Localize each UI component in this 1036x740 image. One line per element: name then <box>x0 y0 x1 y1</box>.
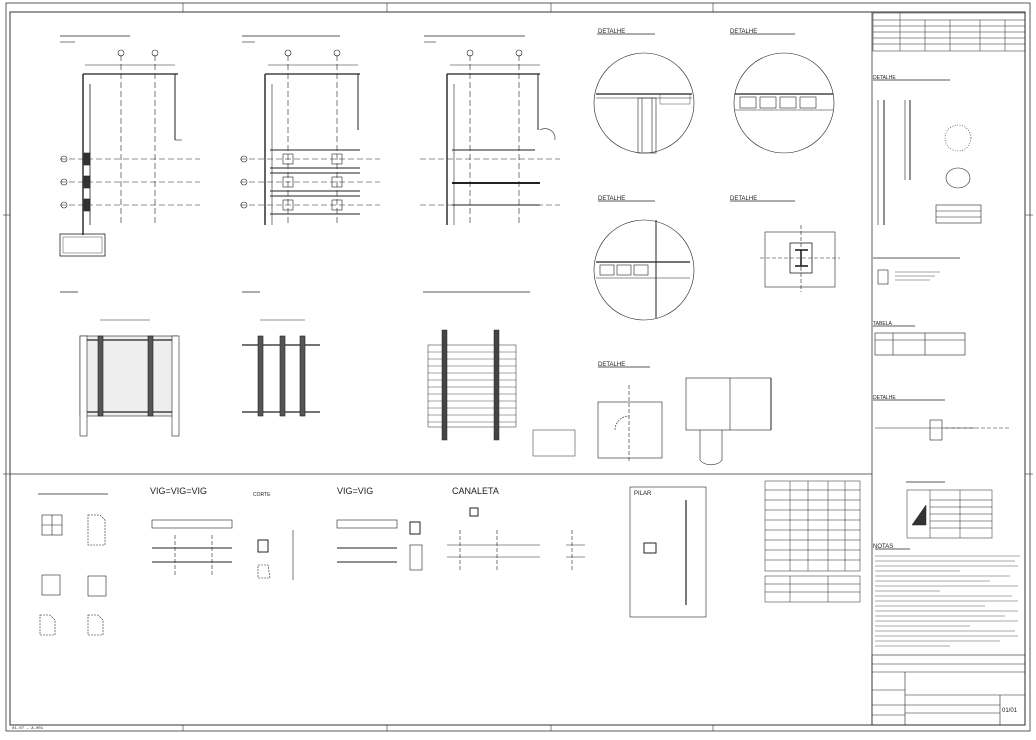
elevation-2 <box>242 291 320 417</box>
label-vig-2: VIG=VIG <box>337 486 373 496</box>
label-detail-a: DETALHE <box>598 29 625 35</box>
footer-code: 01-07 — A-001 <box>12 727 44 731</box>
label-detail-f: DETALHE <box>873 75 896 81</box>
label-corte: CORTE <box>253 492 271 498</box>
beam-section-2 <box>336 519 423 571</box>
pillar-detail <box>629 486 707 618</box>
plan-3 <box>420 35 560 225</box>
notes-block <box>875 548 1020 647</box>
detail-circle-3 <box>593 200 695 321</box>
label-detail-e: DETALHE <box>598 362 625 368</box>
label-canaleta: CANALETA <box>452 486 499 496</box>
elevation-3-masonry <box>423 291 576 457</box>
page-number: 01/01 <box>1002 708 1018 714</box>
label-tabela: TABELA <box>873 321 892 327</box>
plan-2 <box>240 35 380 225</box>
section-detail-1 <box>597 366 663 462</box>
small-detail-right-1 <box>873 257 960 285</box>
rebar-table-2 <box>764 575 861 603</box>
detail-circle-2 <box>730 33 835 154</box>
column-elevation <box>873 79 982 225</box>
lintel-details <box>38 493 108 636</box>
plan-1 <box>59 35 200 257</box>
detail-circle-1 <box>593 33 695 154</box>
small-detail-right-2 <box>873 399 1010 441</box>
label-detail-g: DETALHE <box>873 395 896 401</box>
material-table <box>906 481 993 539</box>
revision-table <box>872 12 1026 52</box>
inner-frame <box>9 11 1026 726</box>
title-block <box>871 654 1026 726</box>
small-table-right <box>873 325 966 356</box>
beam-section-1 <box>151 519 294 580</box>
label-vig-1: VIG=VIG=VIG <box>150 486 207 496</box>
section-detail-2 <box>685 377 772 466</box>
label-detail-b: DETALHE <box>730 29 757 35</box>
column-base-detail <box>730 200 840 292</box>
label-pilar: PILAR <box>634 491 652 497</box>
label-detail-d: DETALHE <box>730 196 757 202</box>
label-detail-c: DETALHE <box>598 196 625 202</box>
rebar-table-1 <box>764 480 861 572</box>
canaleta-detail <box>447 507 585 572</box>
label-notas: NOTAS <box>873 544 893 550</box>
elevation-1 <box>60 291 180 437</box>
frame-ticks <box>3 3 1033 731</box>
outer-frame <box>5 2 1031 732</box>
